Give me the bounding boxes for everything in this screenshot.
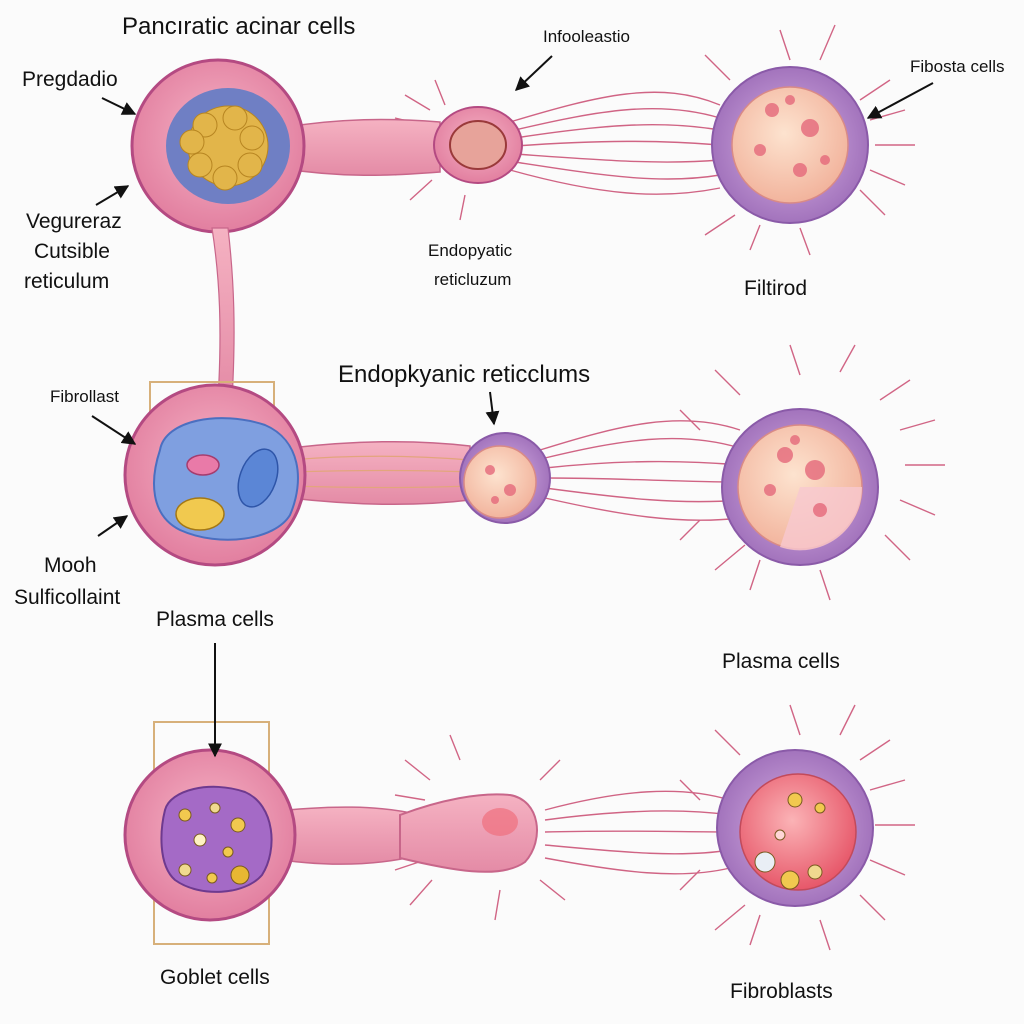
label-goblet-cells: Goblet cells	[160, 966, 270, 989]
label-endopkyanic: Endopkyanic reticclums	[338, 361, 590, 388]
nucleus-spots-row-1	[754, 95, 830, 177]
text-labels: Pancıratic acinar cells Infoolеastio Fib…	[14, 13, 1004, 1003]
arrow-mooh	[97, 515, 129, 537]
label-endopyatic-2: reticluzum	[434, 270, 511, 289]
arrow-pregdadio	[101, 97, 137, 115]
nucleus-spots-row-2	[764, 435, 827, 517]
label-fibrollast: Fibrollast	[50, 387, 119, 406]
right-nucleus-row-1	[731, 86, 849, 204]
middle-spots-row-2	[485, 465, 516, 504]
granule-cluster-row-1	[179, 105, 269, 191]
label-vegureraz-2: Cutsible	[34, 240, 110, 263]
pink-organelle-row-2	[186, 454, 220, 476]
nucleus-granules-row-3	[754, 792, 826, 890]
goblet-extension-row-3	[399, 793, 538, 873]
arrow-fibosta	[866, 82, 934, 119]
row-2	[123, 344, 945, 601]
arrow-vegureraz	[95, 185, 130, 206]
arrow-fibrollast	[91, 415, 137, 445]
label-pregdadio: Pregdadio	[22, 68, 118, 91]
label-plasma-cells-left: Plasma cells	[156, 608, 274, 631]
blue-organelle-row-2	[237, 448, 279, 508]
goblet-granules-row-3	[178, 802, 250, 885]
label-fibroblasts: Fibroblasts	[730, 980, 833, 1003]
row-3	[123, 704, 915, 951]
label-filtirod: Filtirod	[744, 277, 807, 300]
label-mooh: Mooh	[44, 554, 97, 577]
duct-row-2	[289, 440, 471, 506]
arrow-infoleastio	[514, 55, 553, 91]
diagram-title: Pancıratic acinar cells	[122, 13, 355, 40]
yellow-organelle-row-2	[175, 497, 225, 531]
fibers-row-3	[394, 704, 915, 951]
duct-row-1	[279, 118, 441, 177]
fibers-row-1	[390, 24, 915, 256]
label-sulficollaint: Sulficollaint	[14, 586, 120, 609]
label-vegureraz-1: Vegureraz	[26, 210, 122, 233]
nucleus-dotted-region-row-2	[780, 487, 863, 551]
middle-nucleus-row-2	[463, 445, 537, 519]
row-1	[130, 24, 915, 256]
middle-nucleus-row-1	[449, 120, 507, 170]
label-fibosta-cells: Fibosta cells	[910, 57, 1004, 76]
label-infoleastio: Infoolеastio	[543, 27, 630, 46]
label-vegureraz-3: reticulum	[24, 270, 109, 293]
right-nucleus-row-3	[739, 773, 857, 891]
label-arrows	[91, 55, 934, 758]
fibers-row-2	[539, 344, 945, 601]
label-endopyatic-1: Endopyatic	[428, 241, 513, 260]
arrow-endopkyanic	[485, 391, 500, 426]
goblet-extension-spot	[482, 808, 518, 836]
duct-strands-row-2	[289, 455, 471, 489]
label-plasma-cells-right: Plasma cells	[722, 650, 840, 673]
connecting-duct	[211, 227, 235, 401]
